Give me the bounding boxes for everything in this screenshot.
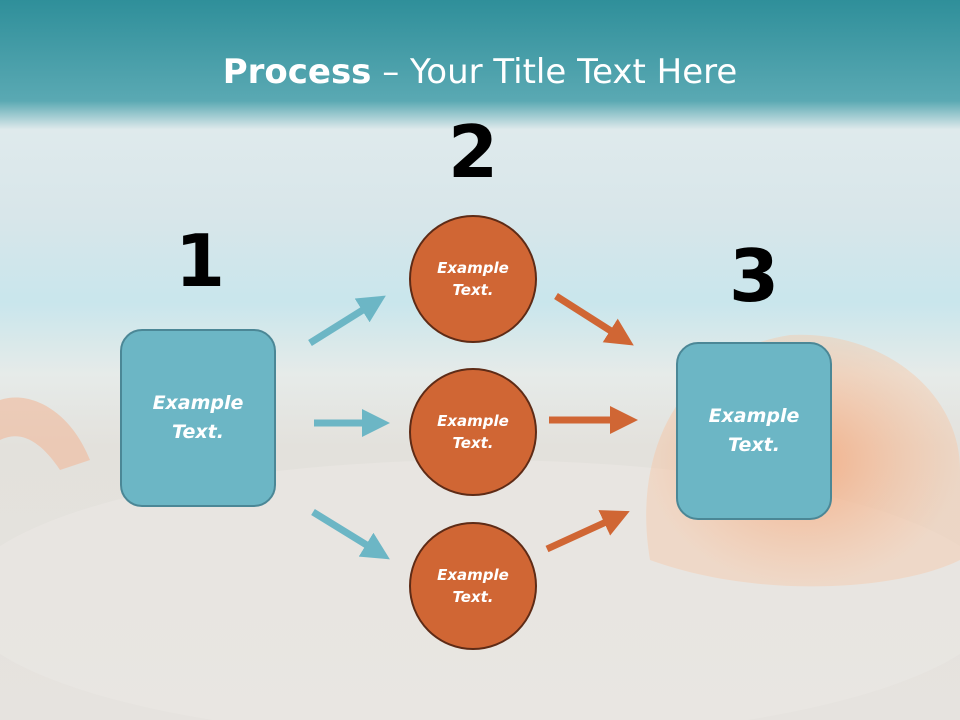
step-2-circle-bottom-text: Example Text. <box>437 565 509 607</box>
arrow-teal-up <box>308 295 386 346</box>
step-2-circle-top: Example Text. <box>409 215 537 343</box>
step-number-2: 2 <box>447 110 499 194</box>
step-3-box: Example Text. <box>676 342 832 520</box>
step-2-circle-bottom: Example Text. <box>409 522 537 650</box>
slide-title: Process – Your Title Text Here <box>0 52 960 92</box>
step-1-box: Example Text. <box>120 329 276 507</box>
step-number-1: 1 <box>174 219 226 303</box>
title-bold: Process <box>222 52 372 92</box>
step-3-box-text: Example Text. <box>708 404 800 456</box>
arrow-orange-up <box>545 510 630 553</box>
step-2-circle-middle: Example Text. <box>409 368 537 496</box>
title-rest: – Your Title Text Here <box>371 52 738 92</box>
arrow-orange-down <box>554 293 634 346</box>
step-2-circle-top-text: Example Text. <box>437 258 509 300</box>
step-2-circle-middle-text: Example Text. <box>437 411 509 453</box>
arrow-teal-down <box>311 509 390 560</box>
step-number-3: 3 <box>728 234 780 318</box>
step-1-box-text: Example Text. <box>152 391 244 443</box>
